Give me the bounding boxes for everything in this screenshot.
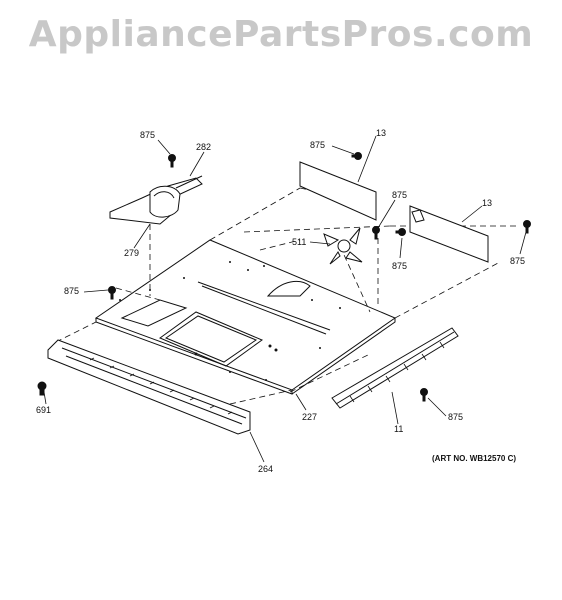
screw-icon — [420, 388, 428, 402]
callout-227: 227 — [302, 412, 318, 422]
screw-icon — [351, 152, 362, 160]
panel-13-left — [299, 161, 377, 221]
front-trim-part — [47, 339, 251, 435]
screw-markers — [37, 152, 531, 402]
screw-icon — [372, 226, 380, 240]
callout-875: 875 — [510, 256, 526, 266]
callout-875: 875 — [392, 261, 408, 271]
callout-875: 875 — [448, 412, 464, 422]
fan-part — [323, 227, 363, 265]
callout-511: 511 — [292, 237, 307, 247]
callout-875: 875 — [310, 140, 326, 150]
leader-lines — [43, 135, 527, 463]
callout-279: 279 — [124, 248, 140, 258]
callout-875: 875 — [140, 130, 156, 140]
rear-bracket-part — [331, 327, 459, 409]
callout-875: 875 — [64, 286, 80, 296]
air-deflector-part — [109, 175, 203, 225]
screw-icon — [108, 286, 116, 300]
screw-icon — [523, 220, 531, 234]
callout-11: 11 — [394, 424, 404, 434]
callout-875: 875 — [392, 190, 408, 200]
screw-icon — [37, 381, 47, 396]
callout-282: 282 — [196, 142, 212, 152]
screw-icon — [395, 228, 406, 236]
screw-icon — [168, 154, 176, 168]
panel-13-right — [409, 205, 489, 263]
callout-691: 691 — [36, 405, 52, 415]
art-number: (ART NO. WB12570 C) — [432, 454, 517, 463]
watermark: AppliancePartsPros.com — [28, 14, 534, 55]
callout-13: 13 — [376, 128, 387, 138]
callout-264: 264 — [258, 464, 274, 474]
callout-13: 13 — [482, 198, 493, 208]
